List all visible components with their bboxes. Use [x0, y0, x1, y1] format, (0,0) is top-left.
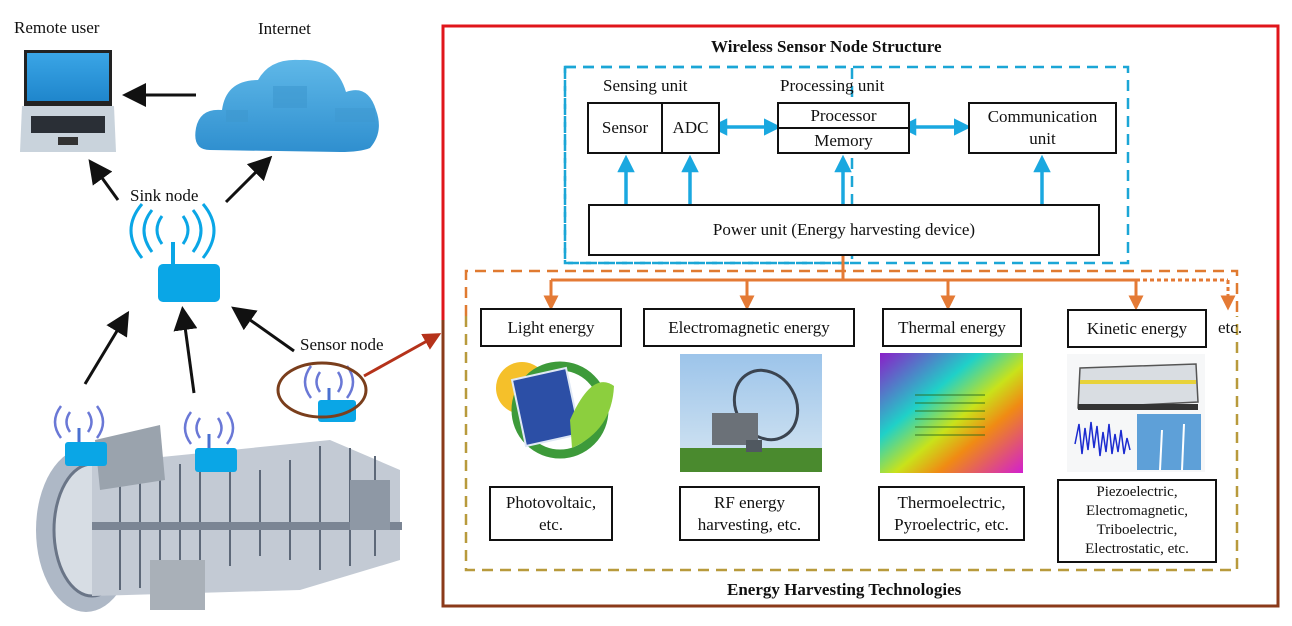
thermal-energy-label: Thermal energy — [898, 317, 1006, 337]
thermal-methods-box: Thermoelectric, Pyroelectric, etc. — [878, 486, 1025, 541]
power-unit-box: Power unit (Energy harvesting device) — [588, 204, 1100, 256]
internet-label: Internet — [258, 19, 311, 38]
solar-panel-image — [496, 361, 614, 459]
memory-box: Memory — [777, 127, 910, 154]
thermal-methods-label: Thermoelectric, Pyroelectric, etc. — [894, 492, 1009, 534]
kinetic-methods-label: Piezoelectric, Electromagnetic, Triboele… — [1085, 484, 1189, 557]
energy-harvesting-title: Energy Harvesting Technologies — [727, 580, 962, 599]
laptop-icon — [20, 50, 116, 152]
sensor-node-icon — [53, 405, 107, 466]
sensor-node-icon — [183, 411, 237, 472]
light-methods-label: Photovoltaic, etc. — [505, 492, 597, 534]
memory-label: Memory — [814, 130, 873, 150]
kinetic-train-wind-image — [1067, 354, 1205, 472]
node-structure-frame — [563, 65, 854, 265]
electromagnetic-methods-label: RF energy harvesting, etc. — [697, 492, 802, 534]
light-energy-label: Light energy — [507, 317, 595, 337]
sensor-node-label: Sensor node — [300, 335, 384, 354]
sensor-box: Sensor — [587, 102, 663, 154]
sink-node-icon — [129, 203, 220, 302]
arrow-sink-to-user — [88, 159, 120, 201]
etc-label: etc. — [1218, 318, 1243, 337]
communication-unit-label: Communication unit — [987, 107, 1098, 148]
processing-unit-label: Processing unit — [780, 76, 885, 95]
arrow-node2-to-sink — [173, 306, 198, 394]
electromagnetic-energy-label: Electromagnetic energy — [668, 317, 830, 337]
gas-turbine-image — [36, 425, 402, 612]
outer-frame-top — [441, 24, 1280, 320]
sensor-label: Sensor — [601, 118, 649, 137]
communication-unit-box: Communication unit — [968, 102, 1117, 154]
sensor-node-icon — [303, 365, 356, 422]
sensor-node-highlight-ellipse — [276, 361, 368, 419]
harvest-frame-bottom — [464, 316, 1239, 572]
arrow-node3-to-sink — [231, 306, 295, 353]
harvest-frame-top — [464, 269, 1239, 316]
arrow-node1-to-sink — [83, 310, 130, 385]
power-unit-label: Power unit (Energy harvesting device) — [712, 220, 976, 239]
node-structure-title: Wireless Sensor Node Structure — [711, 37, 942, 56]
kinetic-methods-box: Piezoelectric, Electromagnetic, Triboele… — [1057, 479, 1217, 563]
light-energy-box: Light energy — [480, 308, 622, 347]
adc-label: ADC — [672, 118, 709, 137]
cloud-icon — [195, 59, 379, 153]
light-methods-box: Photovoltaic, etc. — [489, 486, 613, 541]
radar-antenna-image — [680, 354, 822, 472]
outer-frame-bottom — [441, 320, 1280, 608]
electromagnetic-energy-box: Electromagnetic energy — [643, 308, 855, 347]
electromagnetic-methods-box: RF energy harvesting, etc. — [679, 486, 820, 541]
kinetic-energy-box: Kinetic energy — [1067, 309, 1207, 348]
processor-label: Processor — [810, 105, 877, 125]
arrow-sink-to-internet — [224, 155, 273, 204]
arrow-zoom-to-structure — [363, 333, 442, 378]
sensing-unit-label: Sensing unit — [603, 76, 688, 95]
remote-user-label: Remote user — [14, 18, 100, 37]
kinetic-energy-label: Kinetic energy — [1086, 318, 1188, 338]
adc-box: ADC — [661, 102, 720, 154]
processor-box: Processor — [777, 102, 910, 129]
thermal-motor-image — [880, 353, 1023, 473]
sink-node-label: Sink node — [130, 186, 199, 205]
thermal-energy-box: Thermal energy — [882, 308, 1022, 347]
